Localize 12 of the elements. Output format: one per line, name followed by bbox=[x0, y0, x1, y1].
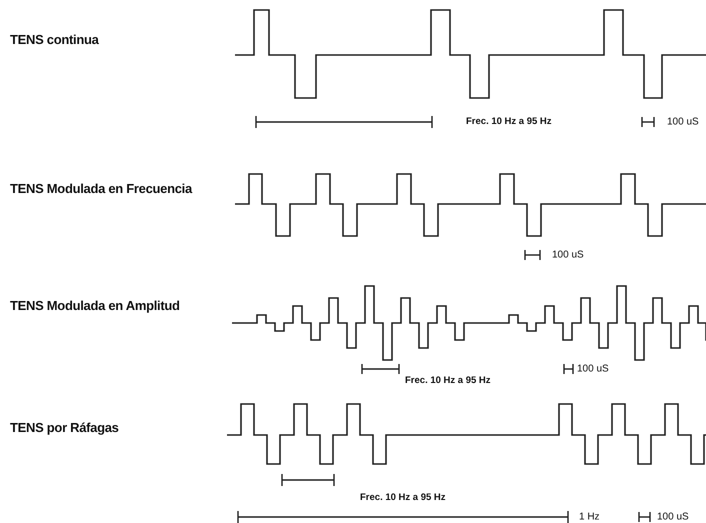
time-label: 100 uS bbox=[552, 250, 584, 260]
frequency-label: Frec. 10 Hz a 95 Hz bbox=[405, 376, 491, 386]
frequency-label: Frec. 10 Hz a 95 Hz bbox=[466, 116, 552, 128]
time-label: 100 uS bbox=[657, 512, 689, 522]
waveform-title: TENS por Ráfagas bbox=[10, 420, 119, 436]
time-label: 100 uS bbox=[577, 364, 609, 374]
waveform-title: TENS continua bbox=[10, 32, 99, 48]
waveform-title: TENS Modulada en Amplitud bbox=[10, 298, 180, 314]
frequency-label: Frec. 10 Hz a 95 Hz bbox=[360, 492, 446, 504]
waveform-title: TENS Modulada en Frecuencia bbox=[10, 182, 192, 196]
time-label: 100 uS bbox=[667, 116, 699, 128]
time-label: 1 Hz bbox=[579, 512, 600, 522]
